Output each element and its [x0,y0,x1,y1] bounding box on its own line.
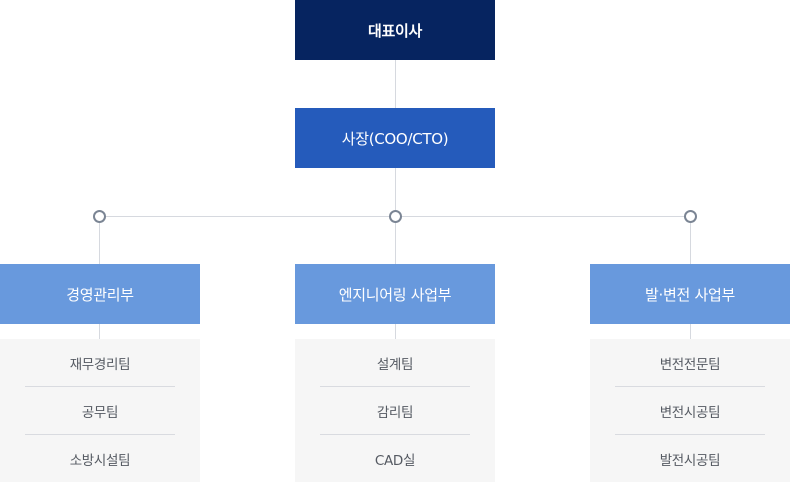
team-item: 변전전문팀 [659,356,721,373]
team-item: CAD실 [320,434,470,482]
department-node-power: 발·변전 사업부 [590,264,790,324]
junction-dot-3 [684,210,697,223]
team-item: 공무팀 [25,386,175,434]
connector-dept-3 [690,216,691,264]
department-node-management: 경영관리부 [0,264,200,324]
team-item: 감리팀 [320,386,470,434]
president-node: 사장(COO/CTO) [295,108,495,168]
team-panel-management: 재무경리팀 공무팀 소방시설팀 [0,339,200,482]
team-item: 재무경리팀 [69,356,131,373]
junction-dot-1 [93,210,106,223]
team-panel-engineering: 설계팀 감리팀 CAD실 [295,339,495,482]
connector-president-branch [395,168,396,216]
team-panel-power: 변전전문팀 변전시공팀 발전시공팀 [590,339,790,482]
connector-teams-1 [99,324,100,339]
team-item: 변전시공팀 [615,386,765,434]
team-item: 발전시공팀 [615,434,765,482]
ceo-node: 대표이사 [295,0,495,60]
connector-ceo-president [395,60,396,108]
junction-dot-2 [389,210,402,223]
connector-teams-2 [395,324,396,339]
department-node-engineering: 엔지니어링 사업부 [295,264,495,324]
connector-dept-2 [395,216,396,264]
connector-teams-3 [690,324,691,339]
team-item: 소방시설팀 [25,434,175,482]
connector-dept-1 [99,216,100,264]
team-item: 설계팀 [376,356,414,373]
